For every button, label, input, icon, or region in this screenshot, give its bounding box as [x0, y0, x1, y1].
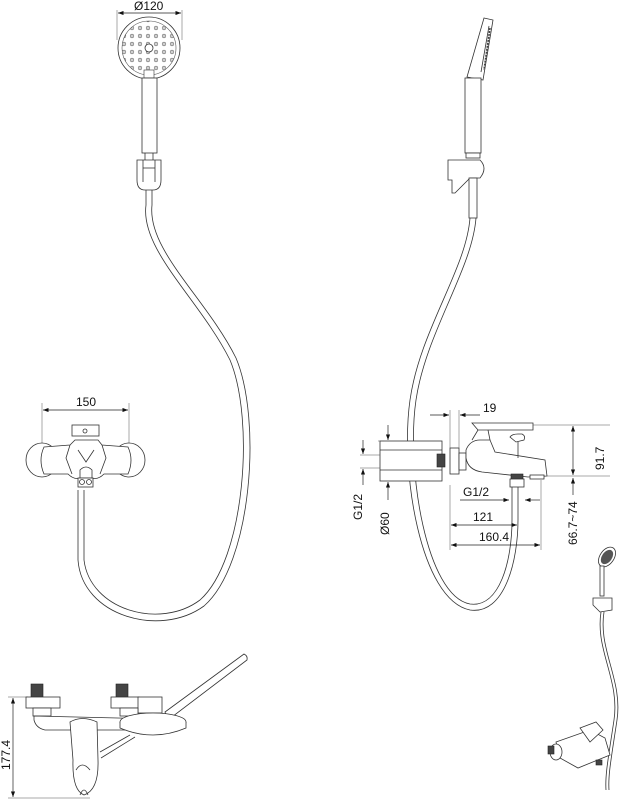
dimension-mixer-height: 91.7	[533, 424, 610, 477]
shower-holder-front	[136, 153, 162, 191]
dimension-flange-diameter: Ø60	[378, 425, 392, 535]
label-head-diameter: Ø120	[134, 0, 164, 13]
dimension-spout-length: 160.4	[451, 480, 542, 550]
label-outlet-thread: G1/2	[463, 485, 489, 499]
shower-head-side	[464, 17, 494, 159]
dimension-mixer-width: 150	[41, 395, 130, 450]
shower-holder-side	[447, 159, 485, 219]
label-mixer-width: 150	[76, 395, 96, 409]
mixer-body-side	[465, 422, 548, 488]
dimension-depth: 177.4	[0, 696, 90, 799]
label-mixer-height: 91.7	[593, 446, 607, 470]
front-view: Ø120 150	[25, 0, 251, 622]
label-spout-height-range: 66.7~74	[566, 501, 580, 545]
dimension-wall-offset: 19	[430, 401, 497, 448]
hose-front	[77, 190, 251, 622]
perspective-view	[547, 546, 619, 791]
hand-shower-handle	[141, 77, 158, 154]
mixer-body-front	[25, 424, 146, 488]
label-spout-length: 160.4	[479, 530, 509, 544]
dimension-outlet-distance: 121	[449, 485, 517, 550]
top-view: 177.4	[0, 653, 248, 799]
dimension-outlet-thread: G1/2	[460, 485, 540, 503]
label-outlet-distance: 121	[473, 510, 493, 524]
dimension-head-diameter: Ø120	[116, 0, 183, 40]
side-view: 19 91.7 Ø60 G1/2 G1/2	[351, 17, 610, 611]
label-flange-diameter: Ø60	[378, 512, 392, 535]
wall-flange-side	[379, 440, 467, 482]
shower-head-front	[117, 16, 181, 80]
dimension-spout-height-range: 66.7~74	[566, 478, 580, 545]
label-depth: 177.4	[0, 740, 13, 770]
label-wall-offset: 19	[483, 401, 497, 415]
hose-side	[407, 217, 519, 611]
dimension-inlet-thread: G1/2	[351, 440, 380, 520]
label-inlet-thread: G1/2	[351, 494, 365, 520]
